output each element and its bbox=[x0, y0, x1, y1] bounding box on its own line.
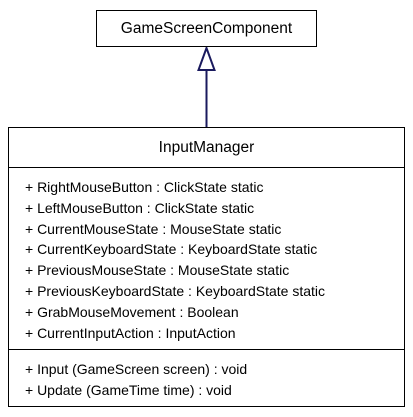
attribute: + LeftMouseButton : ClickState static bbox=[25, 199, 255, 216]
attribute: + RightMouseButton : ClickState static bbox=[25, 179, 264, 195]
operation: + Input (GameScreen screen) : void bbox=[25, 361, 248, 378]
inheritance-arrowhead bbox=[197, 45, 216, 71]
class-name-compartment: InputManager bbox=[9, 128, 404, 168]
attribute: + CurrentMouseState : MouseState static bbox=[25, 220, 282, 237]
operations-compartment: + Input (GameScreen screen) : void + Upd… bbox=[9, 350, 404, 401]
class-name: InputManager bbox=[158, 138, 255, 156]
attribute: + CurrentKeyboardState : KeyboardState s… bbox=[25, 241, 318, 258]
parent-class-name: GameScreenComponent bbox=[120, 19, 293, 37]
attribute: + CurrentInputAction : InputAction bbox=[25, 324, 236, 341]
operation: + Update (GameTime time) : void bbox=[25, 382, 232, 399]
attribute: + GrabMouseMovement : Boolean bbox=[25, 303, 239, 320]
attribute: + PreviousMouseState : MouseState static bbox=[25, 262, 290, 279]
attribute: + PreviousKeyboardState : KeyboardState … bbox=[25, 282, 326, 299]
class-box[interactable]: InputManager + RightMouseButton : ClickS… bbox=[8, 127, 405, 407]
parent-class-box[interactable]: GameScreenComponent bbox=[96, 10, 317, 47]
attributes-compartment: + RightMouseButton : ClickState static +… bbox=[9, 168, 404, 351]
